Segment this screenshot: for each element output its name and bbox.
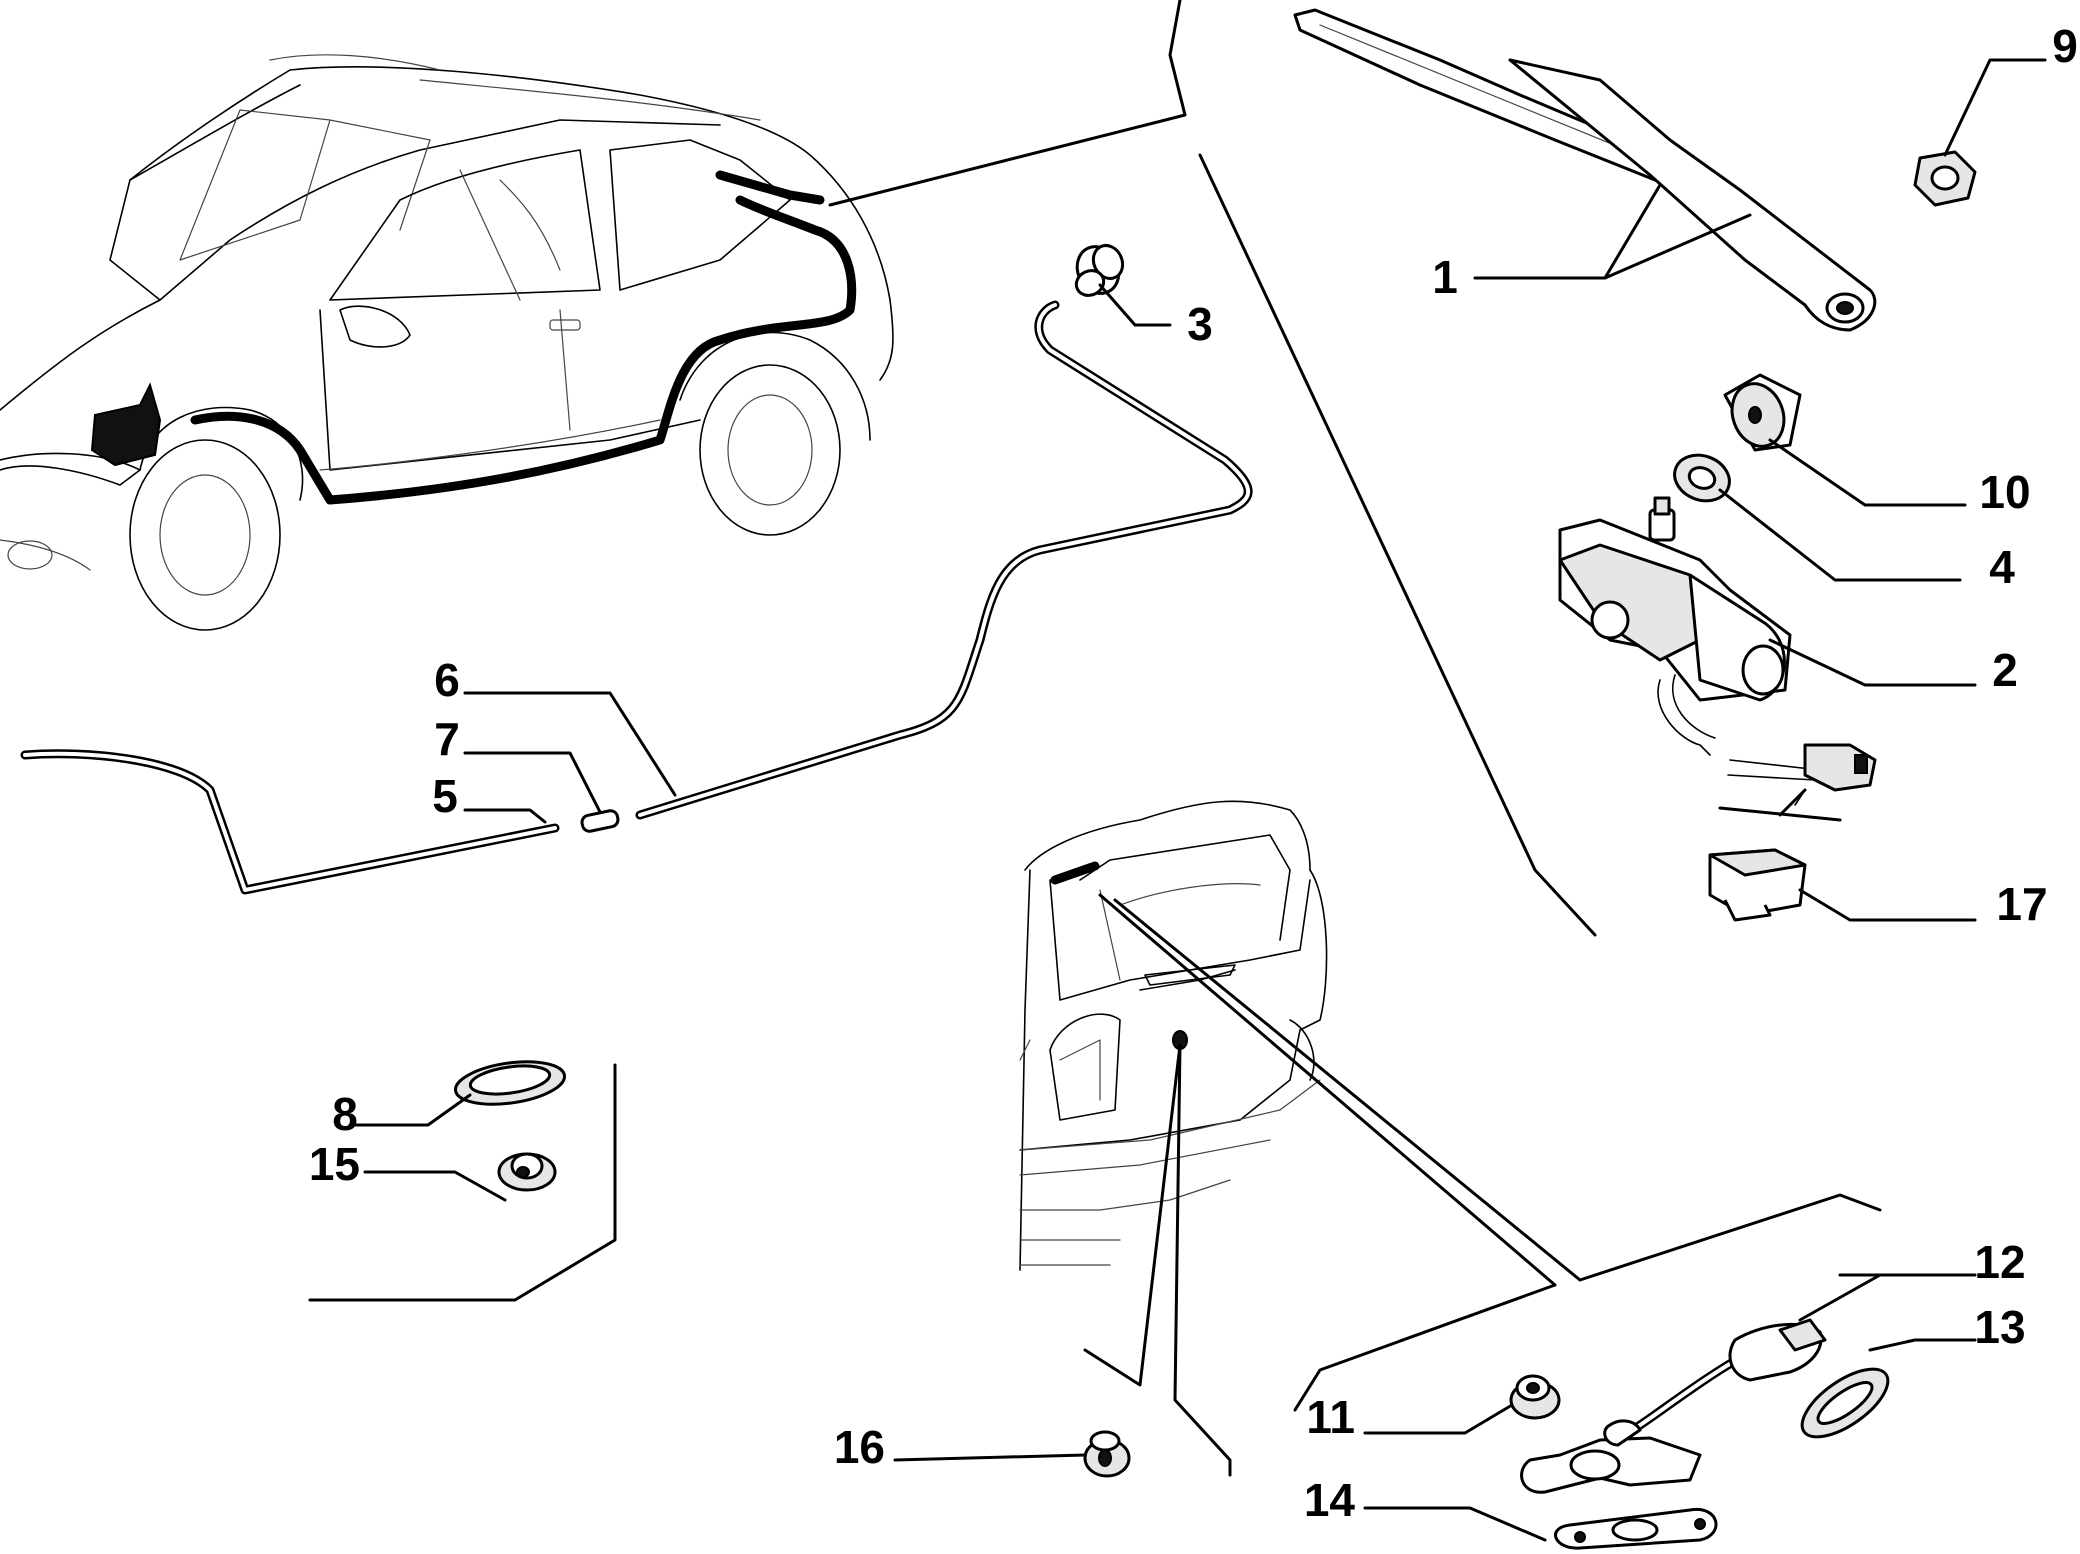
callout-1: 1 — [1432, 251, 1458, 303]
leader-line-car-to-wiper — [828, 0, 1187, 207]
callout-10: 10 — [1979, 466, 2030, 518]
bush-icon — [1509, 1374, 1561, 1420]
hose-section-5 — [20, 749, 560, 895]
wiper-motor-icon — [1558, 496, 1792, 756]
callout-6: 6 — [434, 654, 460, 706]
motor-wiring-connector — [1718, 743, 1877, 822]
callout-13: 13 — [1974, 1301, 2025, 1353]
rear-view-leader-lines — [1083, 893, 1882, 1477]
callout-14: 14 — [1304, 1474, 1356, 1526]
car-rear-view-illustration — [1019, 800, 1328, 1271]
callout-16: 16 — [834, 1421, 885, 1473]
gasket-icon — [1554, 1507, 1718, 1550]
callout-5: 5 — [432, 770, 458, 822]
nut-icon — [1913, 150, 1977, 207]
washer-ring-icon — [1673, 453, 1731, 503]
callout-11: 11 — [1306, 1391, 1355, 1443]
callout-7: 7 — [434, 713, 460, 765]
car-side-view-illustration — [0, 54, 894, 631]
callout-labels: 1 2 3 4 5 6 7 8 9 10 11 12 13 14 15 16 1… — [309, 20, 2078, 1526]
callout-3: 3 — [1187, 298, 1213, 350]
grommet-oval-icon — [453, 1060, 567, 1106]
cap-icon — [1723, 373, 1802, 452]
washer-hose-route — [635, 300, 1253, 820]
clip-icon — [497, 1152, 557, 1192]
leader-line-frame-right — [1198, 153, 1597, 937]
callout-2: 2 — [1992, 644, 2018, 696]
callout-8: 8 — [332, 1088, 358, 1140]
wiper-arm-blade-icon — [1293, 8, 1877, 332]
grommet-round-icon — [1083, 1430, 1131, 1478]
callout-17: 17 — [1996, 878, 2047, 930]
callout-9: 9 — [2052, 20, 2078, 72]
callout-15: 15 — [309, 1138, 360, 1190]
grommet-oval-icon — [1800, 1367, 1890, 1439]
callout-leader-lines — [348, 58, 2047, 1542]
hose-connector-7 — [580, 809, 620, 833]
elbow-hose-icon — [1520, 1318, 1827, 1494]
callout-4: 4 — [1989, 541, 2015, 593]
washer-nozzle-icon — [1074, 243, 1125, 297]
callout-12: 12 — [1974, 1236, 2025, 1288]
leader-line-frame-left — [308, 1063, 617, 1302]
connector-block-icon — [1708, 848, 1807, 922]
